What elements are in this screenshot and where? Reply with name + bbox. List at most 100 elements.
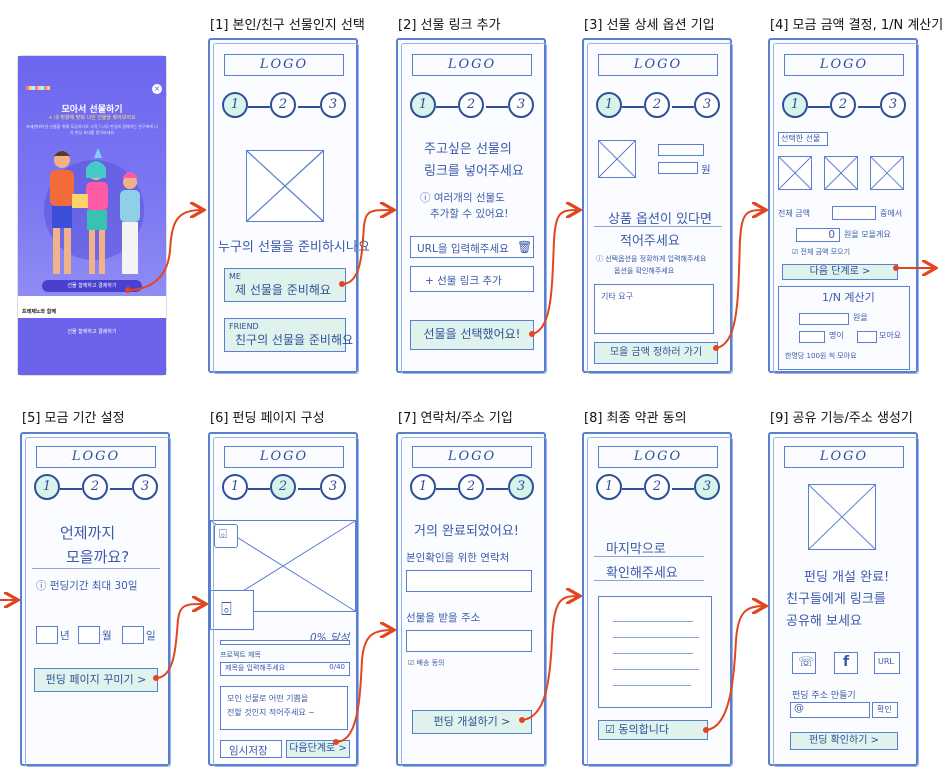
step-title-2: [2] 선물 링크 추가	[398, 18, 501, 33]
wireframe-4: LOGO 1 2 3 선택한 선물 전체 금액 중에서 0 원을 모을게요 ☑ …	[768, 38, 919, 374]
address-check-button[interactable]: 확인	[872, 702, 898, 718]
options-hint-1: ⓘ 선택옵션을 정확하게 입력해주세요	[596, 255, 707, 263]
address-input[interactable]	[406, 630, 532, 652]
wireframe-3: LOGO 1 2 3 원 상품 옵션이 있다면 적어주세요 ⓘ 선택옵션을 정확…	[582, 38, 733, 374]
full-amount-checkbox[interactable]: ☑ 전체 금액 모으기	[792, 248, 851, 256]
next-button[interactable]: 다음단계로 >	[286, 740, 350, 758]
wireframe-6: LOGO 1 2 3 ⌻ ⌻ 0% 달성 프로젝트 제목 제목을 입력해주세요 …	[208, 432, 359, 767]
step-dot-2: 2	[458, 474, 484, 500]
calculator-panel: 1/N 계산기 원을 명이 모아요 한명당 100원 씩 모아요	[778, 286, 910, 370]
address-label: 선물을 받을 주소	[406, 612, 481, 624]
calculator-title: 1/N 계산기	[819, 289, 878, 305]
day-input[interactable]	[122, 626, 144, 644]
period-line-1: 언제까지	[60, 524, 116, 542]
delivery-checkbox[interactable]: ☑ 배송 동의	[408, 659, 445, 667]
step-dot-3: 3	[508, 92, 534, 118]
amount-suffix: 원을 모을게요	[844, 230, 891, 239]
options-hint-2: 옵션을 확인해주세요	[614, 267, 675, 275]
image-placeholder	[808, 484, 876, 550]
step-dot-3: 3	[132, 474, 158, 500]
close-icon[interactable]: ×	[152, 84, 162, 94]
save-draft-button[interactable]: 임시저장	[220, 740, 282, 758]
year-input[interactable]	[36, 626, 58, 644]
day-label: 일	[146, 630, 156, 642]
people-illustration	[50, 148, 140, 274]
memo-placeholder: 기타 요구	[601, 292, 633, 301]
product-thumbnail	[598, 140, 636, 178]
me-tag: ME	[229, 272, 241, 281]
camera-icon[interactable]: ⌻	[214, 524, 238, 548]
step-title-7: [7] 연락처/주소 기입	[398, 411, 513, 426]
calc-won: 원을	[853, 313, 868, 322]
agree-button[interactable]: ☑ 동의합니다	[598, 720, 708, 740]
add-link-label: + 선물 링크 추가	[425, 275, 502, 287]
trash-icon[interactable]: 🗑	[517, 240, 533, 254]
facebook-icon[interactable]: f	[834, 652, 858, 674]
calc-people-field[interactable]	[799, 331, 825, 343]
phone-bottom-bar	[18, 318, 166, 375]
step-dot-2: 2	[82, 474, 108, 500]
step-dot-2: 2	[644, 92, 670, 118]
logo: LOGO	[224, 446, 344, 468]
camera-icon: ⌻	[221, 599, 232, 620]
next-button[interactable]: 선물을 선택했어요!	[410, 320, 534, 350]
url-placeholder: URL을 입력해주세요	[417, 243, 509, 255]
step-title-4: [4] 모금 금액 결정, 1/N 계산기	[770, 18, 943, 33]
calc-amount-field[interactable]	[799, 313, 849, 325]
stepper: 1 2 3	[410, 474, 534, 504]
friend-tag: FRIEND	[229, 322, 259, 331]
phone-bottom-cta[interactable]: 선물 함께하고 결제하기	[67, 329, 117, 335]
me-button-label: 제 선물을 준비해요	[235, 283, 331, 297]
title-input[interactable]: 제목을 입력해주세요 0/40	[220, 662, 350, 676]
phone-cta-button[interactable]: 선물 함께하고 결제하기	[42, 280, 142, 292]
gift-thumbnail-2	[824, 156, 858, 190]
friend-button[interactable]: FRIEND 친구의 선물을 준비해요	[224, 318, 354, 352]
instruction-line-2: 링크를 넣어주세요	[424, 164, 524, 179]
phone-title: 모아서 선물하기	[61, 105, 123, 115]
address-generator-label: 펀딩 주소 만들기	[792, 691, 856, 701]
amount-input[interactable]: 0	[796, 228, 840, 242]
wireframe-8: LOGO 1 2 3 마지막으로 확인해주세요 ☑ 동의합니다	[582, 432, 733, 767]
step-dot-3: 3	[320, 92, 346, 118]
next-button[interactable]: 모을 금액 정하러 가기	[594, 342, 718, 364]
step-dot-2: 2	[458, 92, 484, 118]
add-link-button[interactable]: + 선물 링크 추가	[410, 266, 534, 292]
url-input[interactable]: URL을 입력해주세요 🗑	[410, 236, 534, 258]
step-dot-1: 1	[782, 92, 808, 118]
memo-textarea[interactable]: 기타 요구	[594, 284, 714, 334]
wireframe-5: LOGO 1 2 3 언제까지 모을까요? ⓘ 펀딩기간 최대 30일 년 월 …	[20, 432, 171, 767]
logo: LOGO	[36, 446, 156, 468]
confirm-button[interactable]: 펀딩 확인하기 >	[790, 732, 898, 750]
app-screenshot: × 모아서 선물하기 + 내 취향에 맞춰 나만 선물을 찾아보아요 프레젠테이…	[18, 56, 166, 375]
address-input[interactable]: @	[790, 702, 870, 718]
stepper: 1 2 3	[222, 474, 346, 504]
done-line-1: 펀딩 개설 완료!	[804, 570, 890, 585]
gift-thumbnail-3	[870, 156, 904, 190]
friend-button-label: 친구의 선물을 준비해요	[235, 333, 354, 347]
price-suffix: 원	[701, 164, 711, 176]
progress-bar	[220, 640, 350, 645]
step-title-6: [6] 펀딩 페이지 구성	[210, 411, 325, 426]
step-dot-3: 3	[508, 474, 534, 500]
step-dot-1: 1	[222, 92, 248, 118]
url-icon[interactable]: URL	[874, 652, 900, 674]
me-button[interactable]: ME 제 선물을 준비해요	[224, 268, 346, 302]
step-dot-3: 3	[320, 474, 346, 500]
month-input[interactable]	[78, 626, 100, 644]
next-button[interactable]: 다음 단계로 >	[782, 264, 898, 280]
next-button[interactable]: 펀딩 페이지 꾸미기 >	[34, 668, 158, 692]
step-dot-2: 2	[270, 92, 296, 118]
kakao-icon[interactable]: ☏	[792, 652, 816, 674]
next-button[interactable]: 펀딩 개설하기 >	[412, 710, 532, 734]
done-line-3: 공유해 보세요	[786, 614, 862, 629]
step-title-3: [3] 선물 상세 옵션 기입	[584, 18, 715, 33]
upload-photo-button[interactable]: ⌻	[210, 590, 254, 630]
step-dot-3: 3	[694, 474, 720, 500]
step-dot-1: 1	[596, 474, 622, 500]
phone-desc: 프레젠테이션 선물을 위해 모금하기로 시작 / 나의 펀딩에 함께하는 친구에…	[26, 124, 158, 135]
description-textarea[interactable]: 모인 선물로 어떤 기쁨을 전할 것인지 적어주세요 ~	[220, 686, 348, 730]
phone-input[interactable]	[406, 570, 532, 592]
period-hint: ⓘ 펀딩기간 최대 30일	[36, 580, 138, 592]
step-title-8: [8] 최종 약관 동의	[584, 411, 687, 426]
stepper: 1 2 3	[782, 92, 906, 122]
